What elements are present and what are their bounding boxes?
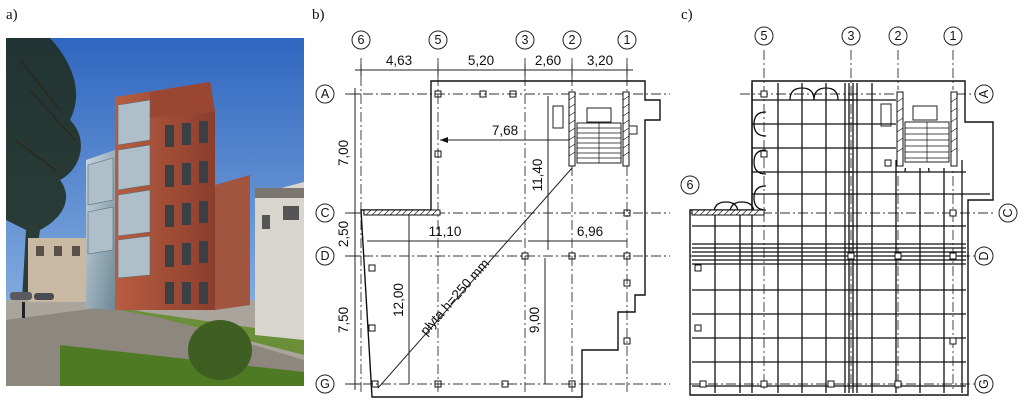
plan-b-interior-dims: 7,68 11,40 11,10 6,96 12,00 9,00 płyta h… xyxy=(367,96,627,389)
axis-marker: 1 xyxy=(624,33,631,47)
panel-a-label: a) xyxy=(6,7,18,23)
plan-b-columns xyxy=(368,90,631,388)
dim-label: 3,20 xyxy=(587,53,613,68)
axis-marker: G xyxy=(320,377,330,391)
panel-c-label: c) xyxy=(681,7,693,23)
panel-b-label: b) xyxy=(312,7,325,23)
plan-b-top-axis-markers: 6 5 3 2 1 xyxy=(351,30,637,50)
tree-silhouette xyxy=(6,38,81,300)
dim-label: 5,20 xyxy=(468,53,494,68)
stair-core xyxy=(552,91,638,167)
axis-marker: 5 xyxy=(761,29,768,43)
slab-outline xyxy=(360,80,661,398)
dim-label: 2,60 xyxy=(535,53,561,68)
axis-marker: 1 xyxy=(950,29,957,43)
dim-label: 7,00 xyxy=(336,140,351,166)
dim-label: 7,50 xyxy=(336,307,351,333)
axis-marker: G xyxy=(977,379,991,389)
dim-label: 6,96 xyxy=(577,224,603,239)
plan-c-columns xyxy=(694,90,957,388)
axis-marker: A xyxy=(977,89,991,98)
building-photo xyxy=(6,38,304,386)
wall-segment xyxy=(691,209,765,216)
dim-label: 7,68 xyxy=(492,123,518,138)
plan-b-top-dimension-chain: 4,63 5,20 2,60 3,20 xyxy=(355,53,633,76)
plan-b-axis-lines xyxy=(345,58,670,392)
stair-core-reinforced xyxy=(880,90,958,168)
rebar-horizontal xyxy=(692,99,990,387)
axis-marker: 2 xyxy=(569,33,576,47)
axis-marker: D xyxy=(320,249,329,263)
plan-c-right-axis-markers: A C D G xyxy=(974,84,1018,394)
axis-marker: 6 xyxy=(358,33,365,47)
rebar-vertical xyxy=(714,83,963,393)
plan-b: 6 5 3 2 1 A C D G xyxy=(315,30,670,398)
axis-marker: A xyxy=(321,87,330,101)
plan-c-top-axis-markers: 5 3 2 1 6 xyxy=(680,26,963,195)
dim-label: 9,00 xyxy=(527,307,542,333)
dim-label: 12,00 xyxy=(391,283,406,317)
axis-marker: C xyxy=(1001,208,1015,217)
axis-marker: 2 xyxy=(895,29,902,43)
axis-marker: 3 xyxy=(522,33,529,47)
dim-label: 11,40 xyxy=(530,159,545,192)
rebar-hooks xyxy=(713,87,930,214)
axis-marker: 6 xyxy=(687,178,694,192)
dim-label: 4,63 xyxy=(386,53,412,68)
dim-label: 11,10 xyxy=(429,224,462,239)
plan-b-left-axis-markers: A C D G xyxy=(315,84,335,394)
axis-marker: 3 xyxy=(848,29,855,43)
axis-marker: C xyxy=(320,206,329,220)
plan-b-left-dimension-chain: 7,00 2,50 7,50 xyxy=(336,88,361,390)
axis-marker: 5 xyxy=(435,33,442,47)
plan-c: 5 3 2 1 6 A C D G xyxy=(680,26,1018,396)
slab-thickness-label: płyta h=250 mm xyxy=(417,256,492,338)
axis-marker: D xyxy=(977,251,991,260)
dim-label: 2,50 xyxy=(336,221,351,247)
